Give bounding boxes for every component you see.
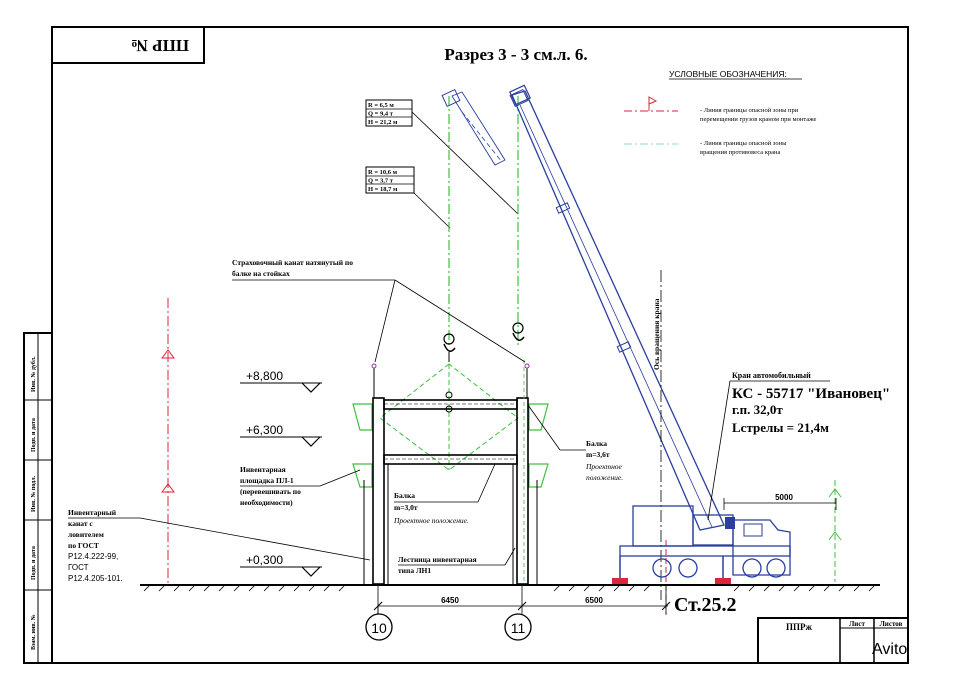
elevation-top: +8,800 — [240, 369, 322, 393]
note-rope-l7: Р12.4.205-101. — [68, 574, 123, 583]
note-beam-center: Балка m=3,0т Проектное положение. — [393, 463, 496, 525]
load-table-2: R = 10,6 м Q = 3,7 т H = 18,7 м — [365, 166, 415, 194]
side-stamp-5: Инв. № дубл. — [30, 356, 37, 392]
load2-h: H = 18,7 м — [368, 186, 398, 193]
note-platform-l4: необходимости) — [240, 498, 293, 507]
crane-type-line: Кран автомобильный — [732, 371, 811, 380]
note-beam-right-l4: положение. — [586, 473, 623, 482]
note-beam-center-l3: Проектное положение. — [393, 516, 469, 525]
portal-frame — [363, 360, 538, 585]
elevation-top-label: +8,800 — [246, 369, 283, 383]
legend-item2-l1: - Линия границы опасной зоны — [700, 140, 787, 147]
note-beam-center-l2: m=3,0т — [394, 503, 418, 512]
legend-item1-l1: - Линия границы опасной зоны при — [700, 107, 799, 114]
outrigger-pad-left — [612, 578, 628, 584]
legend-item2-l2: вращения противовеса крана — [700, 149, 780, 156]
elevation-mid-label: +6,300 — [246, 423, 283, 437]
dimension-span: 6450 6500 — [373, 586, 671, 614]
legend-item1-l2: перемещении грузов краном при монтаже — [700, 116, 817, 123]
axis-marker-10: 10 — [365, 606, 393, 641]
top-stamp: ППР № — [51, 26, 205, 64]
dimension-outrigger: 5000 — [723, 493, 837, 510]
hook-left — [443, 333, 456, 362]
note-ladder-l1: Лестница инвентарная — [398, 555, 477, 564]
side-stamp-2: Подп. и дата — [31, 546, 37, 580]
dim-offset-label: 6500 — [585, 596, 603, 605]
side-stamp: Взам. инв. № Подп. и дата Инв. № подл. П… — [23, 332, 53, 664]
axis-rotation-label: Ось вращения крана — [652, 298, 661, 370]
note-rope-l4: по ГОСТ — [68, 541, 99, 550]
watermark: Avito — [872, 641, 907, 658]
note-platform-l3: (перевешивать по — [240, 487, 301, 496]
counterweight-zone — [828, 480, 842, 582]
elevation-base-label: +0,300 — [246, 553, 283, 567]
doc-code: ППРж — [786, 622, 812, 632]
top-stamp-text: ППР № — [131, 36, 189, 55]
note-platform-l2: площадка ПЛ-1 — [240, 476, 294, 485]
note-beam-right-l1: Балка — [586, 439, 607, 448]
axis-marker-11: 11 — [504, 613, 532, 641]
drawing-title: Разрез 3 - 3 см.л. 6. — [444, 45, 587, 64]
crane-boom-length: Lстрелы = 21,4м — [732, 420, 829, 435]
hook-right — [512, 322, 525, 341]
load1-r: R = 6,5 м — [368, 102, 394, 109]
note-beam-right-l3: Проектное — [585, 462, 623, 471]
side-stamp-4: Подп. и дата — [31, 418, 37, 452]
load1-h: H = 21,2 м — [368, 119, 398, 126]
outrigger-pad-right — [715, 578, 731, 584]
note-beam-right-l2: m=3,6т — [586, 450, 610, 459]
rigging-slings — [379, 363, 519, 471]
note-rope-l1: Инвентарный — [68, 508, 117, 517]
note-rope: Инвентарный канат с ловителем по ГОСТ Р1… — [68, 508, 371, 583]
legend-heading: УСЛОВНЫЕ ОБОЗНАЧЕНИЯ: — [669, 69, 787, 79]
title-block: ППРж Лист Листов — [757, 617, 909, 664]
load2-q: Q = 3,7 т — [368, 178, 394, 185]
elevation-base: +0,300 — [240, 553, 322, 577]
note-beam-center-l1: Балка — [394, 491, 415, 500]
side-stamp-3: Инв. № подл. — [31, 475, 37, 512]
note-rope-l6: ГОСТ — [68, 563, 89, 572]
note-ladder-l2: типа ЛН1 — [398, 566, 431, 575]
station-label: Ст.25.2 — [674, 594, 737, 616]
col-sheets: Листов — [880, 620, 903, 628]
hoist-lines — [441, 88, 529, 345]
note-rope-l2: канат с — [68, 519, 93, 528]
load1-q: Q = 9,4 т — [368, 111, 394, 118]
elevation-mid: +6,300 — [240, 423, 322, 447]
load2-leader — [413, 170, 451, 229]
axis-label-11: 11 — [511, 620, 526, 636]
note-safety-rope: Страховочный канат натянутый по балке на… — [232, 258, 526, 363]
dim-span-label: 6450 — [441, 596, 459, 605]
load1-leader — [411, 100, 519, 215]
legend: УСЛОВНЫЕ ОБОЗНАЧЕНИЯ: - Линия границы оп… — [624, 69, 817, 156]
note-safety-rope-l2: балке на стойках — [232, 269, 290, 278]
danger-zone-lines — [161, 298, 667, 615]
crane-capacity: г.п. 32,0т — [732, 402, 783, 417]
dim-outrigger-label: 5000 — [775, 493, 793, 502]
note-safety-rope-l1: Страховочный канат натянутый по — [232, 258, 353, 267]
note-rope-l3: ловителем — [68, 530, 104, 539]
note-beam-right: Балка m=3,6т Проектное положение. — [527, 404, 623, 482]
side-stamp-1: Взам. инв. № — [31, 614, 37, 650]
note-ladder: Лестница инвентарная типа ЛН1 — [398, 547, 516, 575]
note-platform-l1: Инвентарная — [240, 465, 286, 474]
ground-line — [140, 584, 880, 592]
col-sheet: Лист — [849, 620, 865, 628]
note-platform: Инвентарная площадка ПЛ-1 (перевешивать … — [240, 465, 361, 507]
crane-designation: Кран автомобильный КС - 55717 "Ивановец"… — [707, 371, 890, 521]
axis-label-10: 10 — [371, 620, 387, 636]
inventory-platforms — [352, 403, 549, 488]
crane-model: КС - 55717 "Ивановец" — [732, 386, 890, 402]
load-table-1: R = 6,5 м Q = 9,4 т H = 21,2 м — [365, 99, 413, 127]
load2-r: R = 10,6 м — [368, 169, 398, 176]
note-rope-l5: Р12.4.222-99, — [68, 552, 118, 561]
crane-boom — [508, 84, 725, 600]
crane-truck — [612, 505, 791, 584]
